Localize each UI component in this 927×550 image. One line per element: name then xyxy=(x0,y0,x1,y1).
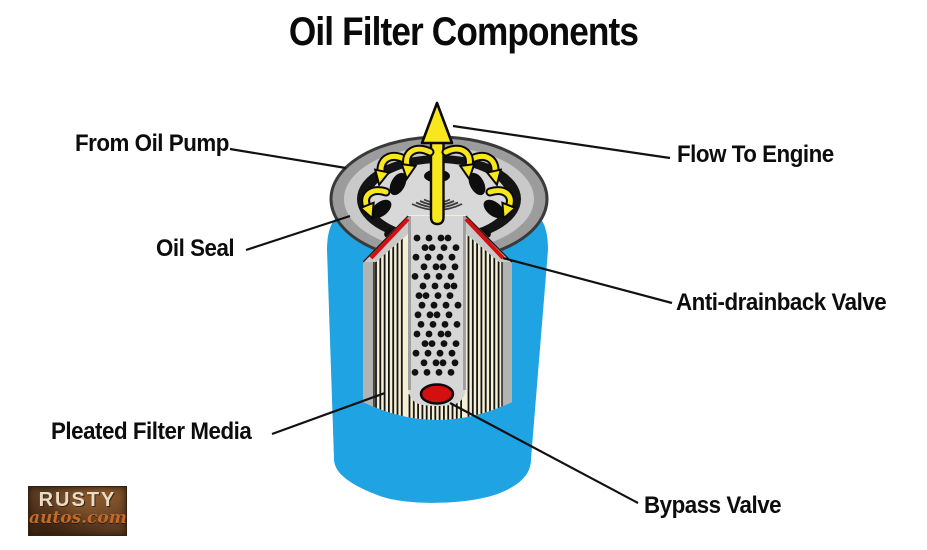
tube-perforations xyxy=(411,234,462,376)
label-from-oil-pump: From Oil Pump xyxy=(75,130,229,157)
leader-line-from-oil-pump xyxy=(229,147,347,170)
label-oil-seal: Oil Seal xyxy=(156,235,235,262)
wedge-edge-right xyxy=(465,215,512,263)
anti-drainback-valve-left xyxy=(369,217,410,260)
arrow-head xyxy=(420,101,454,145)
cutaway-window xyxy=(363,215,512,420)
can-wall-section-left xyxy=(363,250,374,420)
leader-line-bypass-valve xyxy=(449,402,639,504)
anti-drainback-valve-right xyxy=(464,217,505,260)
leader-line-pleated-media xyxy=(271,391,386,436)
label-bypass-valve: Bypass Valve xyxy=(644,492,782,519)
leader-line-anti-drainback xyxy=(502,256,673,305)
inlet-arrow xyxy=(358,186,391,221)
inlet-arrow xyxy=(400,144,435,182)
wedge-edge-left xyxy=(363,215,409,263)
inlet-flow-arrows xyxy=(358,144,518,221)
can-wall-section-right xyxy=(502,250,512,420)
label-anti-drainback-valve: Anti-drainback Valve xyxy=(676,289,887,316)
flow-to-engine-arrow xyxy=(420,101,454,226)
label-pleated-filter-media: Pleated Filter Media xyxy=(51,418,252,445)
leader-line-flow-to-engine xyxy=(452,124,671,160)
leader-line-oil-seal xyxy=(245,214,351,252)
bypass-valve xyxy=(419,383,455,405)
inlet-arrow xyxy=(485,186,518,221)
leader-lines xyxy=(229,124,673,504)
inlet-arrow xyxy=(441,144,476,182)
center-tube xyxy=(408,216,466,406)
arrow-shaft xyxy=(429,138,445,226)
rustyautos-logo: RUSTY autos.com xyxy=(28,486,127,536)
page-title: Oil Filter Components xyxy=(288,10,639,54)
label-flow-to-engine: Flow To Engine xyxy=(677,141,834,168)
logo-domain-text: autos.com xyxy=(29,508,127,528)
logo-brand-text: RUSTY xyxy=(38,489,117,511)
